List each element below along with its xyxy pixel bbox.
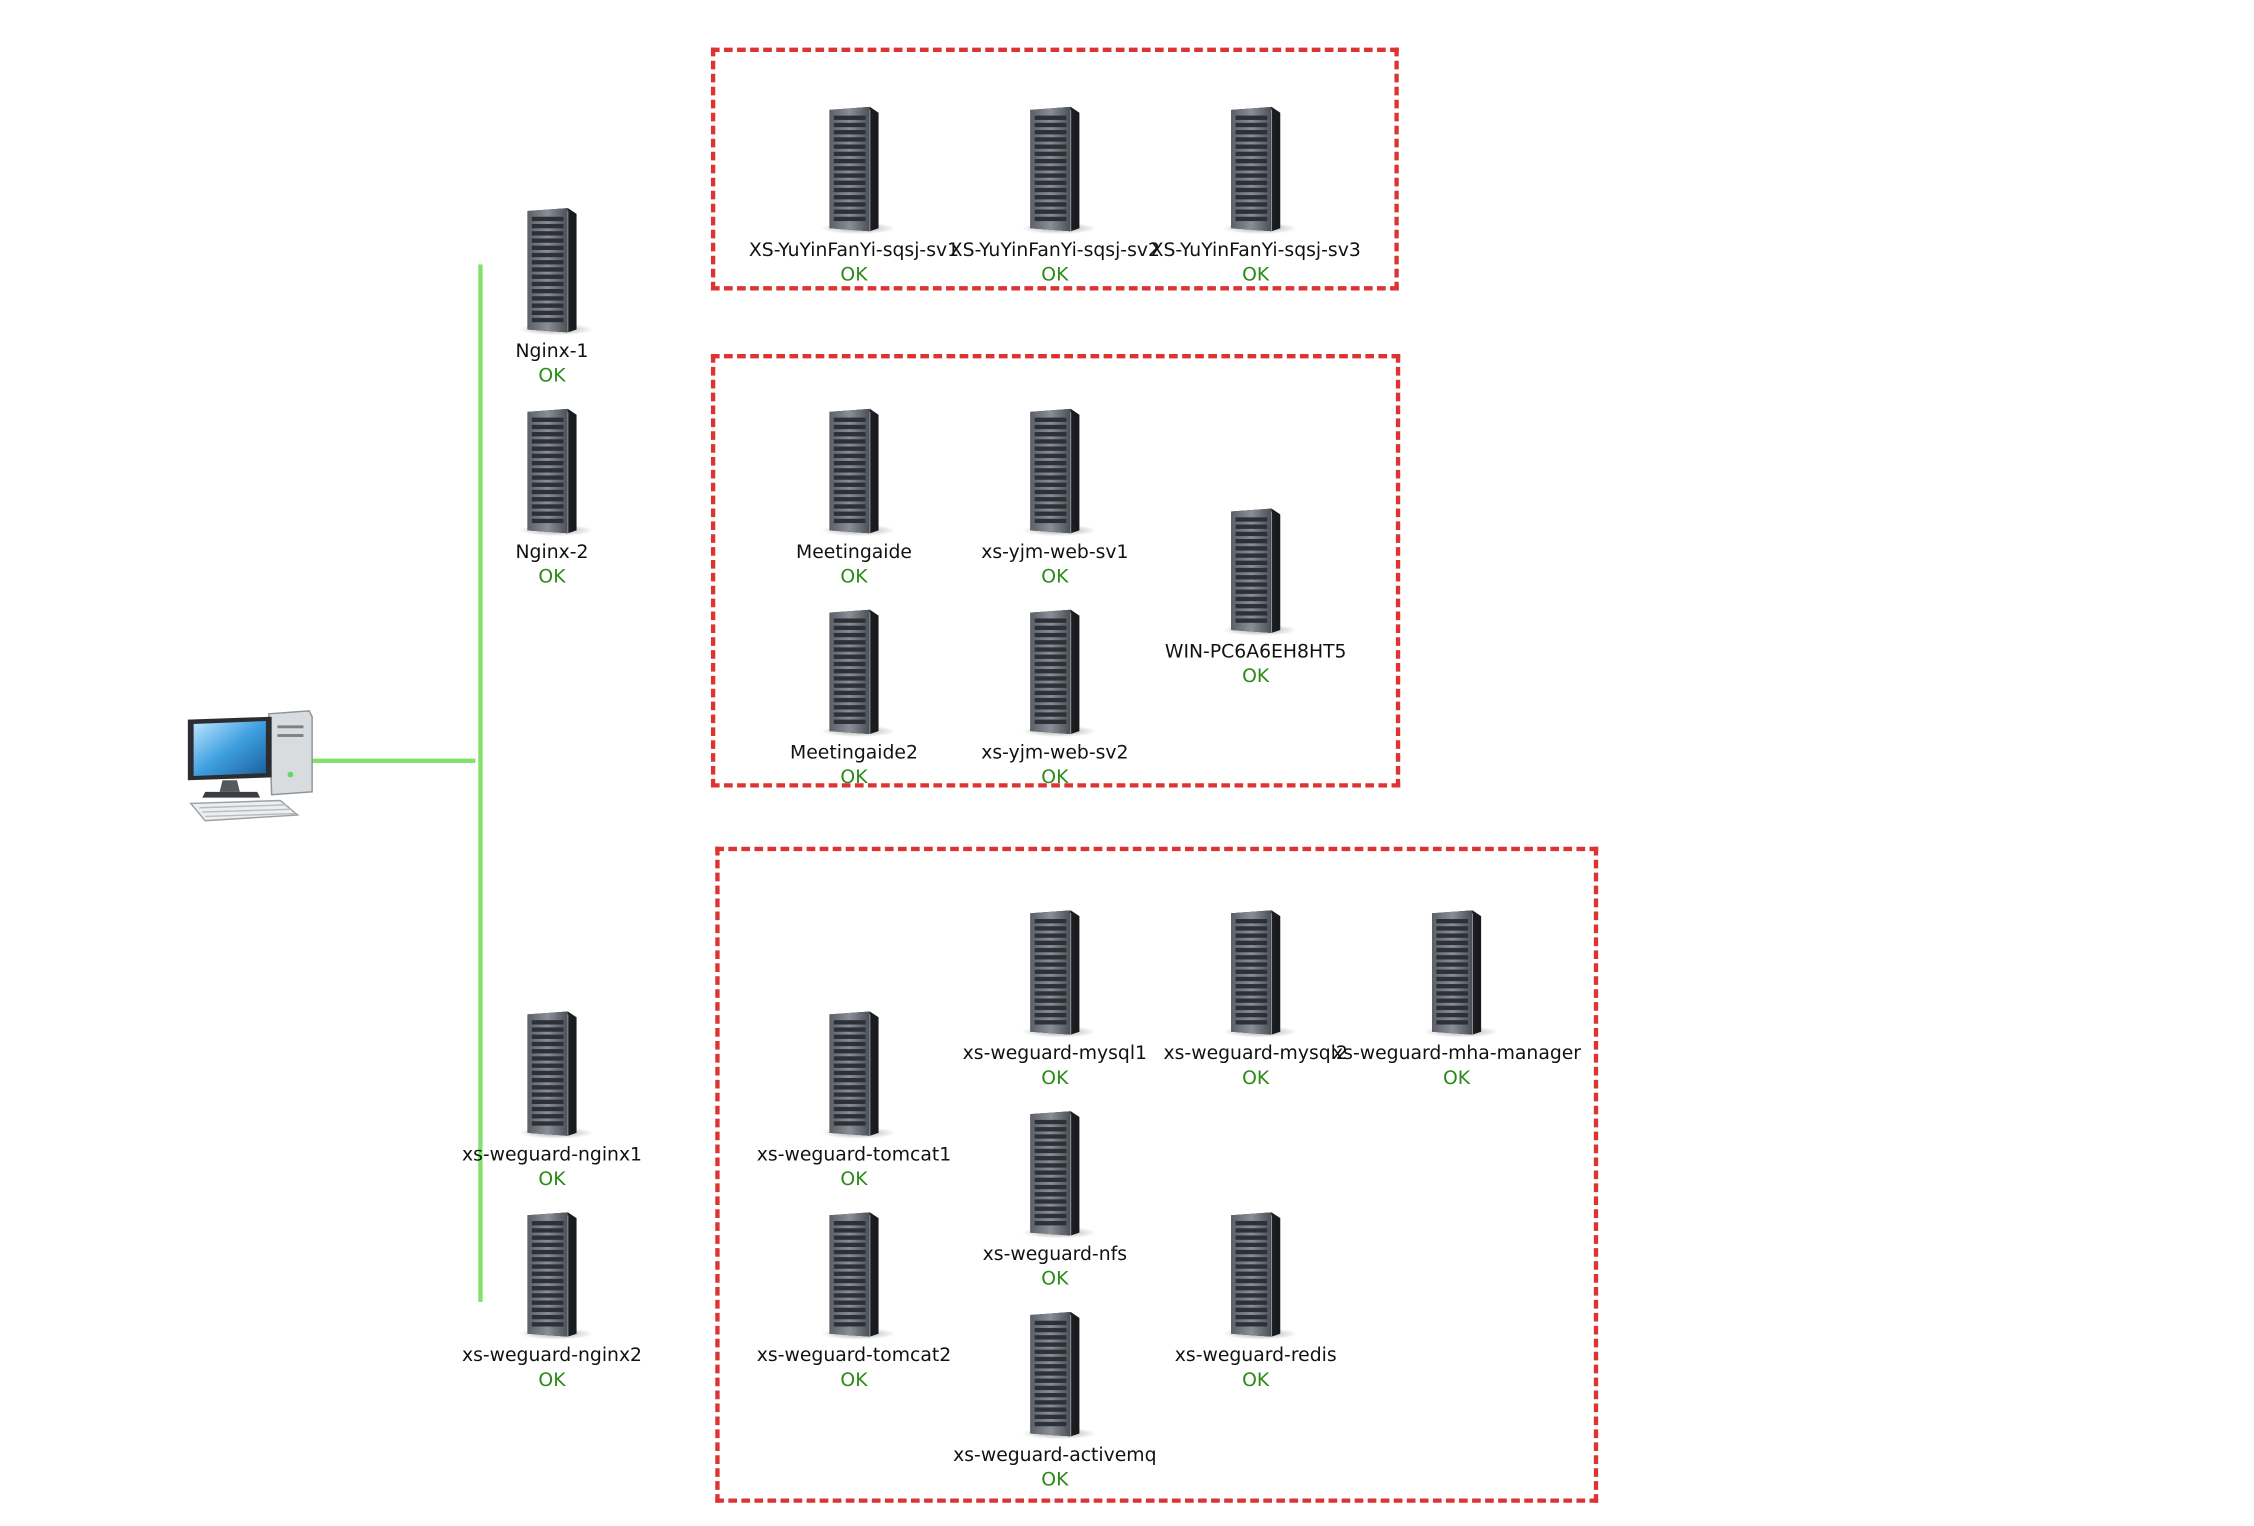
server-name: WIN-PC6A6EH8HT5 (1164, 641, 1347, 664)
server-status: OK (538, 365, 566, 388)
server-node-yuyinfanyi-sv2[interactable]: XS-YuYinFanYi-sqsj-sv2 OK (939, 104, 1170, 306)
server-icon (1217, 907, 1295, 1037)
server-status: OK (840, 1369, 868, 1392)
server-status: OK (1041, 767, 1069, 789)
server-node-weguard-tomcat1[interactable]: xs-weguard-tomcat1 OK (738, 1009, 969, 1211)
server-name: xs-weguard-tomcat2 (756, 1345, 952, 1367)
server-group-2-box (710, 354, 1401, 788)
server-status: OK (1442, 1067, 1471, 1090)
server-icon (1016, 104, 1094, 234)
server-icon (1016, 406, 1094, 536)
server-node-weguard-tomcat2[interactable]: xs-weguard-tomcat2 OK (738, 1209, 969, 1411)
server-status: OK (1041, 566, 1069, 589)
server-icon (513, 1009, 591, 1139)
server-name: XS-YuYinFanYi-sqsj-sv3 (1150, 239, 1361, 262)
server-icon (815, 607, 893, 737)
server-name: Meetingaide2 (790, 742, 918, 765)
server-status: OK (1242, 1067, 1270, 1090)
server-node-weguard-nfs[interactable]: xs-weguard-nfs OK (939, 1108, 1170, 1310)
server-name: Nginx-2 (515, 541, 589, 564)
server-node-meetingaide2[interactable]: Meetingaide2 OK (738, 607, 969, 809)
server-icon (1217, 104, 1295, 234)
server-status: OK (840, 264, 868, 287)
server-status: OK (1041, 1268, 1069, 1291)
desktop-computer-icon[interactable] (179, 708, 318, 829)
server-icon (1217, 506, 1295, 636)
server-name: xs-weguard-nfs (982, 1244, 1128, 1266)
server-node-meetingaide[interactable]: Meetingaide OK (738, 406, 969, 608)
server-status: OK (1242, 1369, 1270, 1392)
server-status: OK (1242, 264, 1270, 287)
server-status: OK (840, 566, 868, 589)
server-node-weguard-mha-manager[interactable]: xs-weguard-mha-manager OK (1332, 907, 1581, 1109)
server-name: xs-yjm-web-sv1 (981, 541, 1129, 564)
server-name: xs-weguard-nginx2 (461, 1345, 643, 1367)
server-node-yjm-web-sv1[interactable]: xs-yjm-web-sv1 OK (939, 406, 1170, 608)
server-icon (1418, 907, 1496, 1037)
server-status: OK (840, 767, 868, 789)
server-node-weguard-mysql2[interactable]: xs-weguard-mysql2 OK (1140, 907, 1371, 1109)
server-name: XS-YuYinFanYi-sqsj-sv1 (748, 239, 960, 262)
server-status: OK (538, 566, 566, 589)
bus-line (478, 264, 483, 1302)
server-status: OK (1041, 1469, 1069, 1492)
server-icon (1016, 907, 1094, 1037)
server-status: OK (538, 1369, 566, 1392)
server-icon (1016, 607, 1094, 737)
client-link-line (310, 758, 476, 763)
server-icon (815, 104, 893, 234)
server-status: OK (538, 1169, 566, 1191)
server-name: xs-weguard-nginx1 (461, 1144, 643, 1167)
server-status: OK (1242, 666, 1270, 688)
server-node-nginx-1[interactable]: Nginx-1 OK (436, 205, 667, 407)
server-status: OK (1041, 264, 1069, 287)
server-name: xs-weguard-activemq (953, 1445, 1157, 1467)
server-name: xs-weguard-redis (1174, 1345, 1337, 1367)
server-status: OK (840, 1169, 868, 1191)
server-name: Meetingaide (796, 541, 912, 564)
server-name: xs-weguard-mysql2 (1163, 1043, 1348, 1065)
server-icon (815, 1009, 893, 1139)
server-icon (1016, 1309, 1094, 1439)
server-node-weguard-nginx2[interactable]: xs-weguard-nginx2 OK (436, 1209, 667, 1411)
server-icon (513, 406, 591, 536)
server-node-weguard-mysql1[interactable]: xs-weguard-mysql1 OK (939, 907, 1170, 1109)
server-name: xs-weguard-mha-manager (1332, 1043, 1582, 1065)
server-icon (1217, 1209, 1295, 1339)
server-node-weguard-activemq[interactable]: xs-weguard-activemq OK (939, 1309, 1170, 1511)
server-name: xs-yjm-web-sv2 (981, 742, 1129, 765)
server-node-weguard-redis[interactable]: xs-weguard-redis OK (1140, 1209, 1371, 1411)
server-icon (1016, 1108, 1094, 1238)
server-group-1-box (710, 47, 1399, 291)
server-status: OK (1041, 1067, 1069, 1090)
server-icon (815, 1209, 893, 1339)
server-node-yuyinfanyi-sv1[interactable]: XS-YuYinFanYi-sqsj-sv1 OK (738, 104, 969, 306)
server-name: xs-weguard-mysql1 (962, 1043, 1148, 1065)
server-node-yuyinfanyi-sv3[interactable]: XS-YuYinFanYi-sqsj-sv3 OK (1140, 104, 1371, 306)
server-icon (513, 1209, 591, 1339)
server-node-weguard-nginx1[interactable]: xs-weguard-nginx1 OK (436, 1009, 667, 1211)
server-name: Nginx-1 (515, 341, 589, 363)
server-node-win-pc6a6eh8ht5[interactable]: WIN-PC6A6EH8HT5 OK (1140, 506, 1371, 708)
server-icon (513, 205, 591, 335)
server-group-3-box (715, 846, 1599, 1503)
server-node-nginx-2[interactable]: Nginx-2 OK (436, 406, 667, 608)
server-name: XS-YuYinFanYi-sqsj-sv2 (949, 239, 1160, 262)
server-node-yjm-web-sv2[interactable]: xs-yjm-web-sv2 OK (939, 607, 1170, 809)
server-icon (815, 406, 893, 536)
server-name: xs-weguard-tomcat1 (756, 1144, 952, 1167)
